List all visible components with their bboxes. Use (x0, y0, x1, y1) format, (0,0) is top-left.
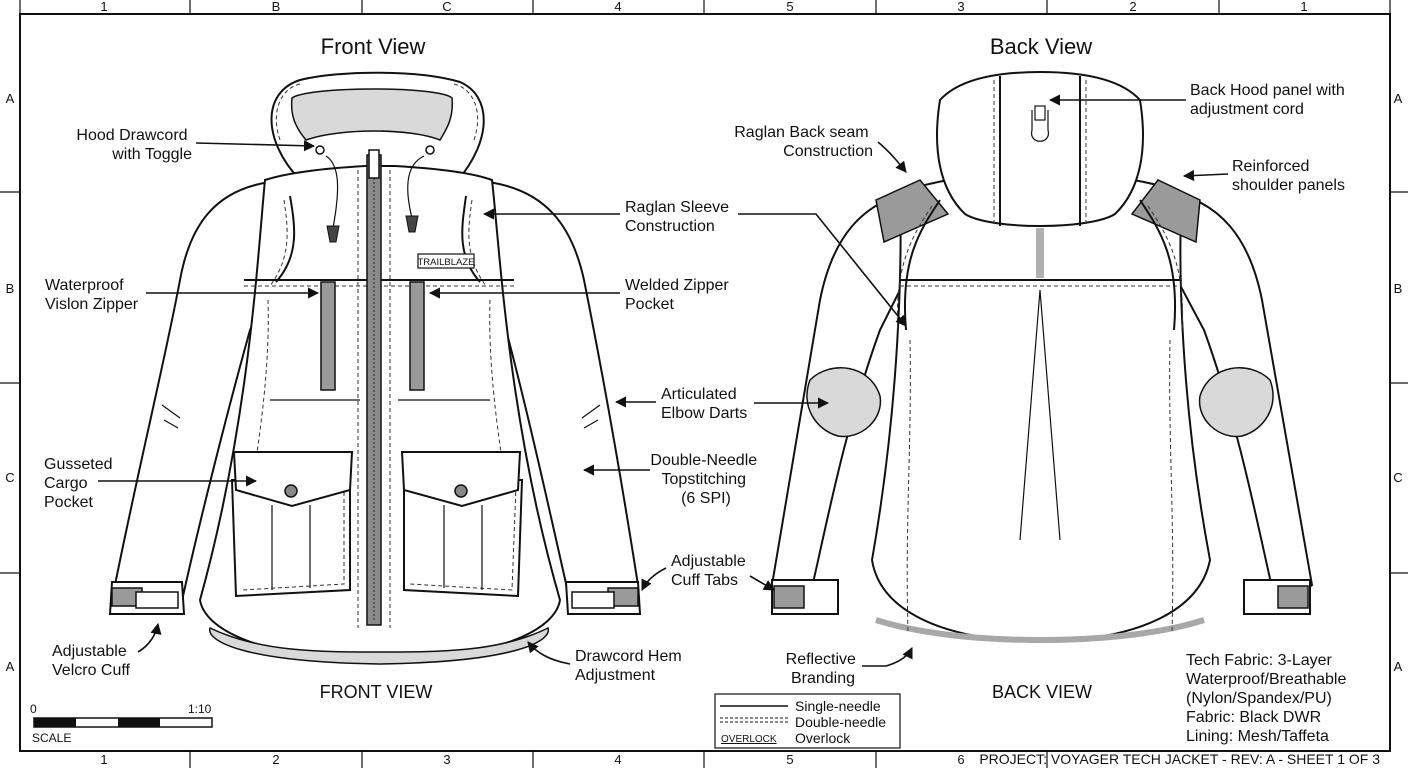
callout-back-hood: Back Hood panel with adjustment cord (1190, 82, 1349, 118)
callout-cuff-tabs: Adjustable Cuff Tabs (671, 553, 750, 589)
callout-shoulder-panels: Reinforced shoulder panels (1232, 158, 1345, 194)
callouts: Hood Drawcord with Toggle Waterproof Vis… (44, 82, 1349, 687)
zone-top-4: 4 (614, 0, 621, 14)
zone-top-3: C (442, 0, 451, 14)
callout-elbow-darts: Articulated Elbow Darts (661, 386, 747, 422)
scale-ratio: 1:10 (188, 702, 212, 716)
back-view-title: Back View (990, 34, 1092, 59)
callout-drawcord-hem: Drawcord Hem Adjustment (575, 648, 686, 684)
callout-topstitching: Double-Needle Topstitching (6 SPI) (650, 452, 761, 507)
legend-overlock-tag: OVERLOCK (721, 734, 777, 745)
zone-bottom-1: 1 (100, 752, 107, 767)
zone-right-4: A (1394, 659, 1403, 674)
zone-right-2: B (1394, 281, 1403, 296)
callout-waterproof-zipper: Waterproof Vislon Zipper (45, 277, 139, 313)
callout-raglan-back: Raglan Back seam Construction (734, 124, 873, 160)
legend-overlock: Overlock (795, 730, 851, 746)
fabric-spec: Tech Fabric: 3-Layer Waterproof/Breathab… (1186, 652, 1351, 745)
zone-bottom-3: 3 (443, 752, 450, 767)
callout-leaders (98, 94, 1229, 667)
project-footer: PROJECT: VOYAGER TECH JACKET - REV: A - … (979, 751, 1380, 767)
zone-bottom-5: 5 (786, 752, 793, 767)
zone-left-1: A (6, 91, 15, 106)
front-jacket-drawing: TRAILBLAZE (108, 71, 642, 665)
callout-hood-drawcord: Hood Drawcord with Toggle (76, 127, 192, 163)
stitch-legend: OVERLOCK Single-needle Double-needle Ove… (714, 693, 901, 749)
zone-left-2: B (6, 281, 15, 296)
front-view-caption: FRONT VIEW (320, 682, 433, 702)
legend-double: Double-needle (795, 714, 886, 730)
scale-start: 0 (30, 702, 37, 716)
zone-right-1: A (1394, 91, 1403, 106)
callout-gusseted-pocket: Gusseted Cargo Pocket (44, 456, 117, 511)
zone-top-6: 3 (957, 0, 964, 14)
zone-left-3: C (5, 470, 14, 485)
callout-welded-pocket: Welded Zipper Pocket (625, 277, 733, 313)
scale-bar: 0 1:10 SCALE (30, 702, 213, 745)
callout-raglan-sleeve: Raglan Sleeve Construction (625, 199, 734, 235)
zone-right-3: C (1393, 470, 1402, 485)
callout-reflective: Reflective Branding (786, 651, 861, 687)
front-view-title: Front View (321, 34, 426, 59)
zone-bottom-4: 4 (614, 752, 621, 767)
zone-top-2: B (272, 0, 281, 14)
zone-bottom-6: 6 (957, 752, 964, 767)
legend-single: Single-needle (795, 698, 881, 714)
zone-bottom-2: 2 (272, 752, 279, 767)
zone-top-7: 2 (1129, 0, 1136, 14)
back-jacket-drawing (770, 70, 1314, 644)
zone-top-8: 1 (1300, 0, 1307, 14)
brand-label: TRAILBLAZE (417, 257, 474, 268)
back-view-caption: BACK VIEW (992, 682, 1092, 702)
scale-label: SCALE (32, 731, 71, 745)
callout-velcro-cuff: Adjustable Velcro Cuff (52, 643, 131, 679)
zone-top-1: 1 (100, 0, 107, 14)
zone-top-5: 5 (786, 0, 793, 14)
zone-left-4: A (6, 659, 15, 674)
